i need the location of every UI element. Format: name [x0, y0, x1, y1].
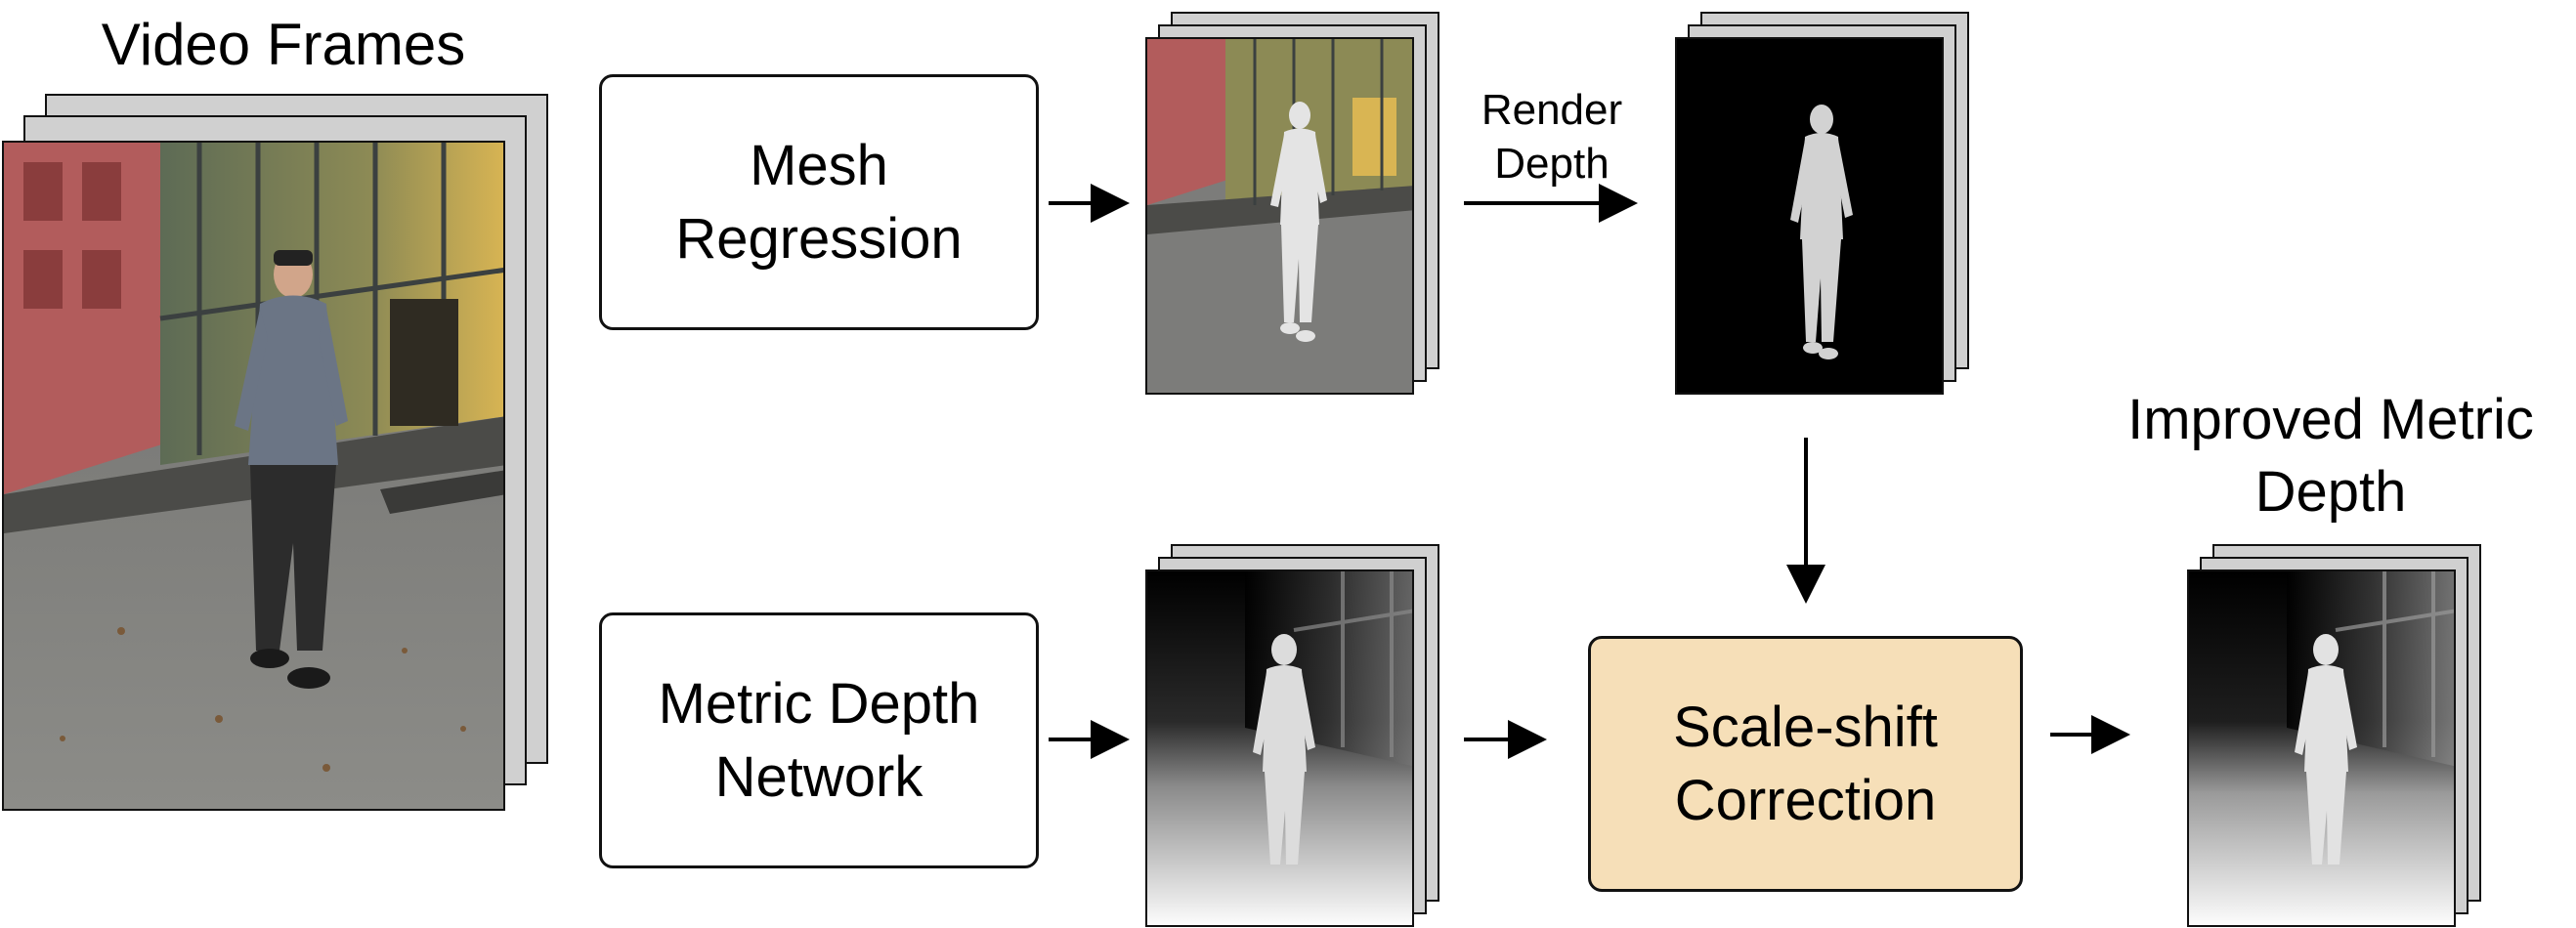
walking-person — [235, 250, 348, 689]
scale-shift-line2: Correction — [1674, 769, 1937, 832]
metric-depth-network-box: Metric Depth Network — [599, 612, 1039, 868]
render-depth-label-line2: Depth — [1494, 140, 1610, 188]
metric-depth-network-line2: Network — [714, 745, 923, 809]
improved-depth-image — [2187, 569, 2456, 927]
mesh-body — [1270, 102, 1327, 342]
rendered-depth-image — [1675, 37, 1944, 395]
metric-depth-network-line1: Metric Depth — [658, 671, 980, 736]
mesh-regression-line1: Mesh — [750, 133, 888, 197]
video-frame-image — [2, 141, 505, 811]
render-depth-label-line1: Render — [1481, 86, 1623, 134]
mesh-overlay-image — [1145, 37, 1414, 395]
scale-shift-correction-box: Scale-shift Correction — [1588, 636, 2023, 892]
mesh-regression-box: Mesh Regression — [599, 74, 1039, 330]
improved-depth-map — [2189, 571, 2454, 925]
metric-depth-image — [1145, 569, 1414, 927]
scale-shift-line1: Scale-shift — [1673, 695, 1938, 759]
mesh-regression-line2: Regression — [675, 207, 963, 271]
metric-depth-map — [1147, 571, 1412, 925]
mesh-scene — [1147, 39, 1412, 393]
rendered-silhouette — [1677, 39, 1942, 393]
street-scene — [4, 143, 503, 809]
improved-depth-title-line2: Depth — [2254, 460, 2407, 524]
improved-depth-title-line1: Improved Metric — [2127, 388, 2534, 451]
video-frames-title: Video Frames — [101, 12, 466, 77]
